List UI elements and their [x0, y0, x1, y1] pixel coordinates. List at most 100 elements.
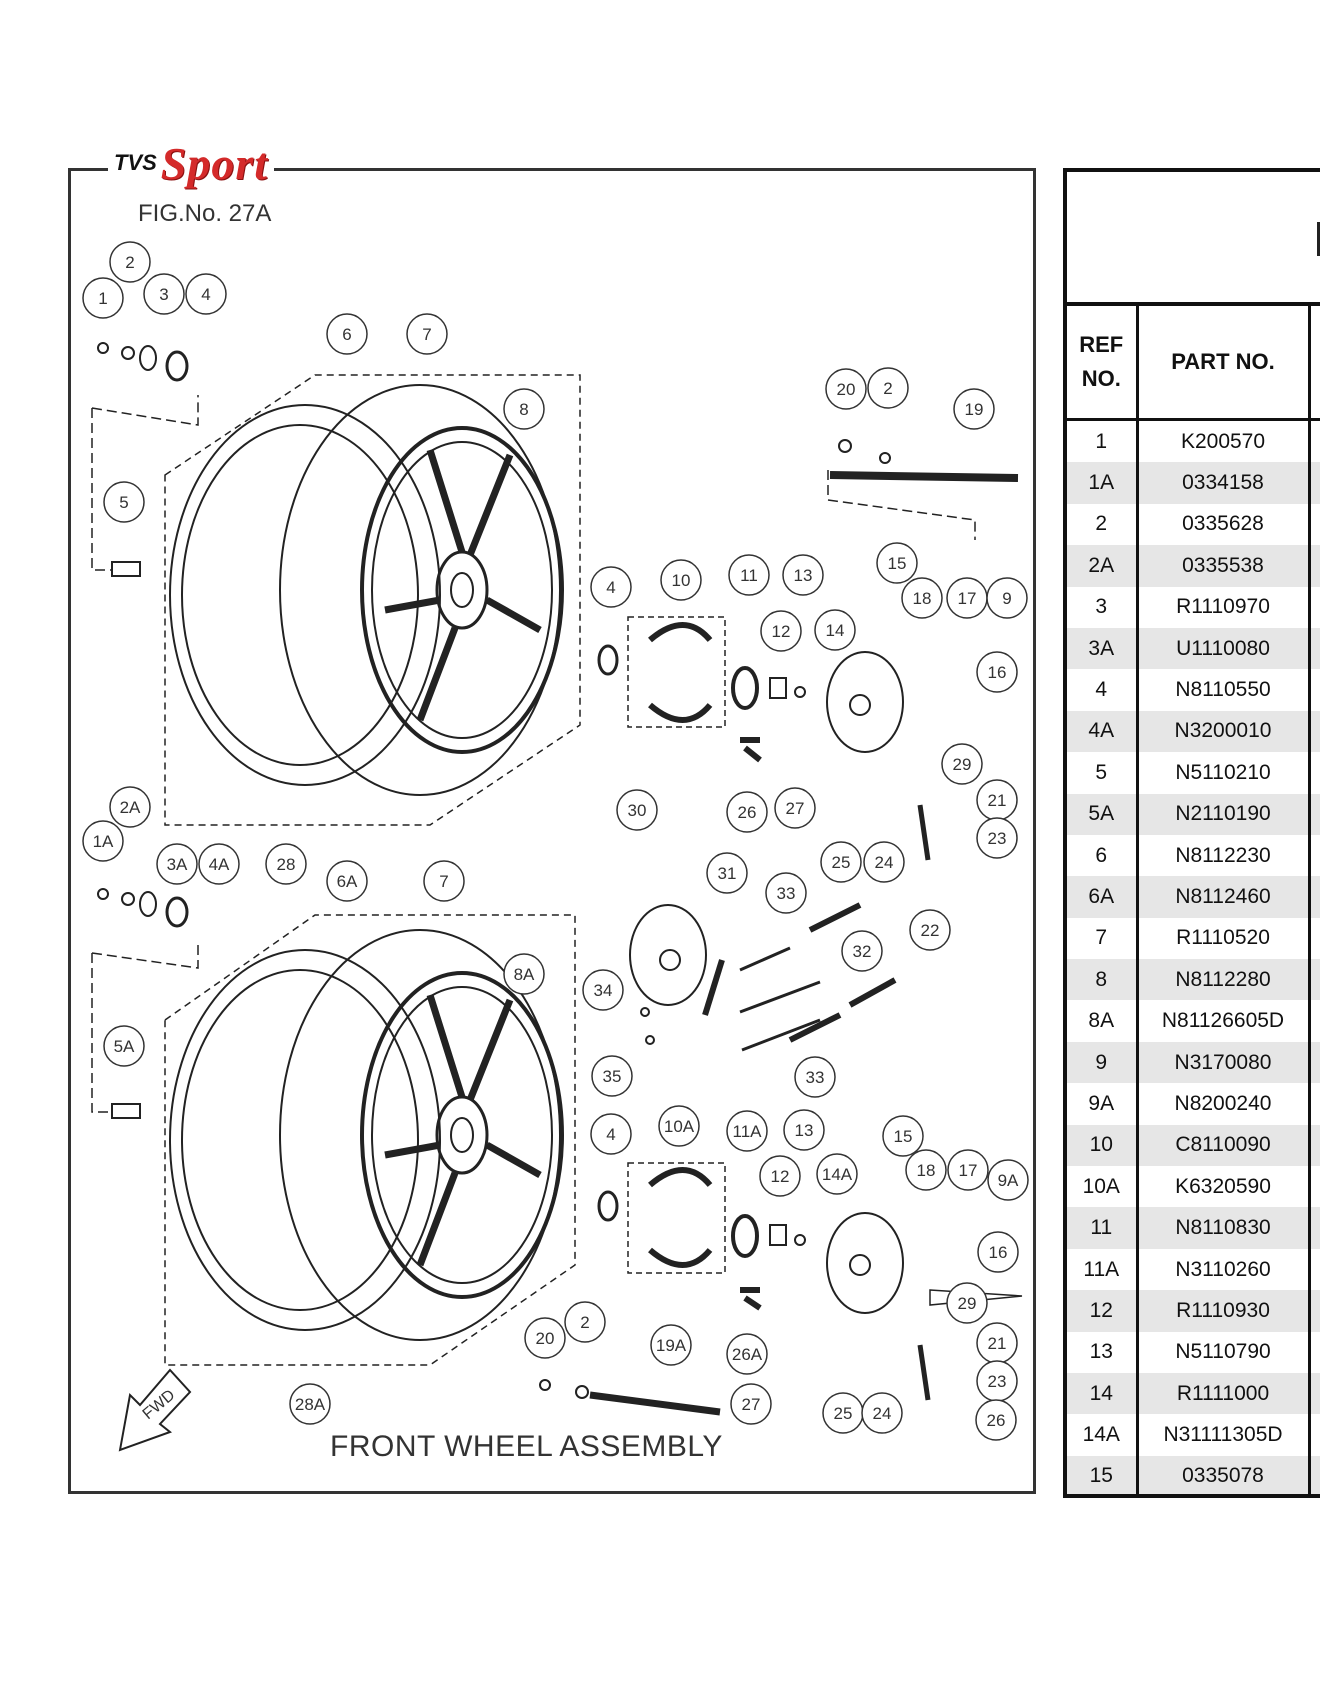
- callout-bubble: 23: [976, 817, 1018, 859]
- callout-bubble: 23: [976, 1360, 1018, 1402]
- part-no-cell: C8110090: [1137, 1124, 1311, 1167]
- overflow-cell: [1309, 793, 1320, 835]
- callout-label: 1A: [93, 832, 114, 851]
- ref-no-cell: 14: [1067, 1372, 1139, 1415]
- part-no-cell: N3170080: [1137, 1041, 1311, 1084]
- callout-circle: [841, 930, 883, 972]
- ref-no-cell: 5: [1067, 752, 1139, 794]
- callout-circle: [946, 1282, 988, 1324]
- part-no-cell: 0335078: [1137, 1455, 1311, 1494]
- callout-label: 23: [988, 829, 1007, 848]
- callout-bubble: 21: [976, 779, 1018, 821]
- callout-label: 30: [628, 801, 647, 820]
- callout-bubble: 26A: [726, 1333, 768, 1375]
- callout-circle: [986, 577, 1028, 619]
- callout-circle: [103, 481, 145, 523]
- callout-circle: [876, 542, 918, 584]
- lower-wheel-illustration: [164, 914, 576, 1366]
- callout-circle: [782, 554, 824, 596]
- overflow-cell: [1309, 504, 1320, 545]
- callout-bubble: 27: [730, 1383, 772, 1425]
- overflow-cell: [1309, 1249, 1320, 1290]
- tvs-sport-logo: TVS Sport: [108, 138, 275, 189]
- callout-bubble: 4: [590, 566, 632, 608]
- part-no-cell: N3110260: [1137, 1248, 1311, 1291]
- callout-circle: [901, 577, 943, 619]
- callout-bubble: 35: [591, 1055, 633, 1097]
- overflow-cell: [1309, 1332, 1320, 1373]
- overflow-cell: [1309, 587, 1320, 628]
- callout-circle: [816, 1153, 858, 1195]
- callout-circle: [109, 786, 151, 828]
- figure-caption: FRONT WHEEL ASSEMBLY: [330, 1430, 723, 1463]
- part-no-cell: N8200240: [1137, 1083, 1311, 1125]
- ref-no-cell: 13: [1067, 1331, 1139, 1373]
- callout-circle: [728, 554, 770, 596]
- callout-circle: [103, 1025, 145, 1067]
- upper-brake-assembly: [597, 439, 1019, 861]
- callout-circle: [326, 860, 368, 902]
- callout-bubble: 28: [265, 843, 307, 885]
- callout-label: 11A: [733, 1122, 763, 1141]
- callout-bubble: 1: [82, 277, 124, 319]
- callout-label: 14A: [822, 1165, 853, 1184]
- callout-label: 5A: [114, 1037, 135, 1056]
- callout-bubble: 11A: [726, 1110, 768, 1152]
- fwd-arrow-icon: [118, 1368, 192, 1452]
- callout-bubble: 2: [867, 367, 909, 409]
- callout-label: 24: [875, 853, 894, 872]
- callout-circle: [109, 241, 151, 283]
- title-cut-glyph: [1317, 222, 1320, 256]
- ref-no-cell: 14A: [1067, 1414, 1139, 1456]
- header-ref-no: REF NO.: [1067, 306, 1139, 421]
- lower-brake-assembly: [539, 1162, 1023, 1416]
- callout-circle: [863, 841, 905, 883]
- callout-label: 29: [953, 755, 972, 774]
- ref-no-cell: 11: [1067, 1207, 1139, 1249]
- ref-no-cell: 9: [1067, 1041, 1139, 1084]
- part-no-cell: N81126605D: [1137, 1000, 1311, 1042]
- part-no-cell: N31111305D: [1137, 1414, 1311, 1456]
- part-no-cell: N8112460: [1137, 876, 1311, 918]
- overflow-cell: [1309, 752, 1320, 793]
- callout-label: 19A: [656, 1336, 687, 1355]
- ref-no-cell: 8: [1067, 959, 1139, 1001]
- callout-circle: [941, 743, 983, 785]
- brake-plate-and-cables: [629, 902, 897, 1052]
- part-no-cell: 0335538: [1137, 545, 1311, 587]
- callout-bubble: 15: [882, 1115, 924, 1157]
- callout-label: 10: [672, 571, 691, 590]
- callout-label: 25: [832, 853, 851, 872]
- callout-bubble: 18: [905, 1149, 947, 1191]
- callout-label: 2: [580, 1313, 589, 1332]
- callout-label: 4A: [209, 855, 230, 874]
- callout-label: 3A: [167, 855, 188, 874]
- callout-label: 23: [988, 1372, 1007, 1391]
- ref-no-cell: 2: [1067, 503, 1139, 546]
- callout-bubble: 4: [590, 1113, 632, 1155]
- callout-circle: [909, 909, 951, 951]
- callout-label: 35: [603, 1067, 622, 1086]
- callout-circle: [564, 1301, 606, 1343]
- callout-bubble: 17: [947, 1149, 989, 1191]
- ref-no-cell: 3A: [1067, 627, 1139, 670]
- callout-circle: [726, 1110, 768, 1152]
- ref-no-cell: 12: [1067, 1290, 1139, 1332]
- callout-circle: [783, 1109, 825, 1151]
- callout-label: 26: [987, 1411, 1006, 1430]
- callout-label: 13: [795, 1121, 814, 1140]
- part-no-cell: N3200010: [1137, 710, 1311, 753]
- ref-no-cell: 9A: [1067, 1083, 1139, 1125]
- callout-label: 31: [718, 864, 737, 883]
- callout-circle: [660, 559, 702, 601]
